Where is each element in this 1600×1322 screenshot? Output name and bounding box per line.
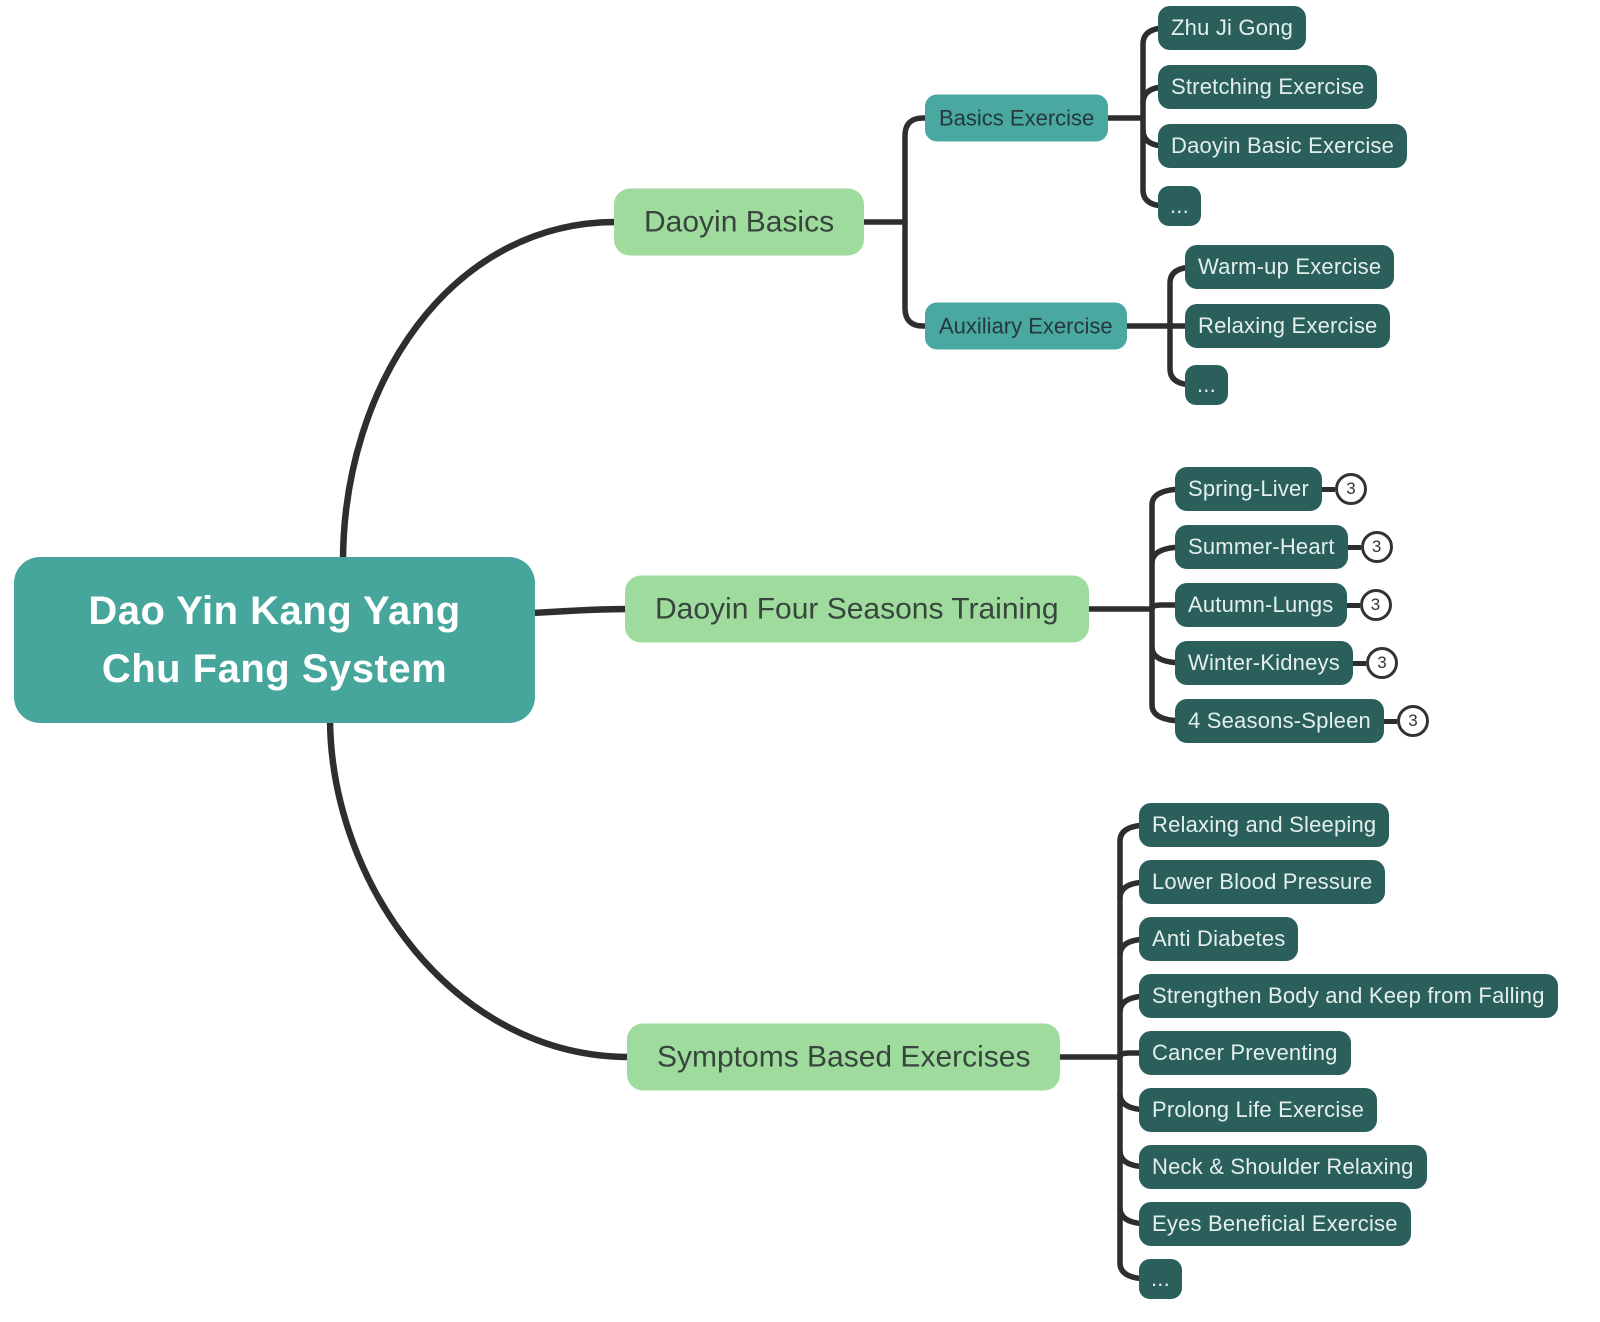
leaf-node[interactable]: Prolong Life Exercise [1139,1088,1378,1132]
ellipsis-node[interactable]: ... [1139,1259,1182,1299]
leaf-prolong-life-exercise: Prolong Life Exercise [1139,1088,1378,1132]
leaf-relaxing-and-sleeping: Relaxing and Sleeping [1139,803,1390,847]
node-auxiliary-exercise: Auxiliary Exercise [925,302,1127,350]
root-branch-curves [326,218,633,1061]
subbranch-node[interactable]: Basics Exercise [925,94,1109,142]
badge-connector [1384,718,1397,724]
leaf-node[interactable]: 4 Seasons-Spleen [1175,699,1384,743]
badge-connector [1322,486,1336,492]
leaf-node[interactable]: Spring-Liver [1175,467,1323,511]
node-basics-exercise: Basics Exercise [925,94,1109,142]
leaf-eyes-beneficial-exercise: Eyes Beneficial Exercise [1139,1202,1411,1246]
leaf-node[interactable]: Warm-up Exercise [1185,245,1395,289]
leaf-node[interactable]: Autumn-Lungs [1175,583,1347,627]
leaf-node[interactable]: Relaxing Exercise [1185,304,1391,348]
leaf-lower-blood-pressure: Lower Blood Pressure [1139,860,1386,904]
leaf-node[interactable]: Anti Diabetes [1139,917,1299,961]
leaf-anti-diabetes: Anti Diabetes [1139,917,1299,961]
leaf-node[interactable]: Cancer Preventing [1139,1031,1351,1075]
leaf-node[interactable]: Eyes Beneficial Exercise [1139,1202,1411,1246]
badge-connector [1346,602,1360,608]
branch-four-seasons-training: Daoyin Four Seasons Training [625,575,1089,643]
branch-symptoms-based-exercises: Symptoms Based Exercises [627,1023,1061,1091]
branch-node[interactable]: Daoyin Basics [614,188,865,256]
ellipsis-node[interactable]: ... [1158,186,1201,226]
leaf-strengthen-body: Strengthen Body and Keep from Falling [1139,974,1558,1018]
count-badge[interactable]: 3 [1360,531,1393,563]
leaf-node[interactable]: Summer-Heart [1175,525,1348,569]
leaf-node[interactable]: Winter-Kidneys [1175,641,1353,685]
leaf-stretching-exercise: Stretching Exercise [1158,65,1378,109]
leaf-node[interactable]: Lower Blood Pressure [1139,860,1386,904]
leaf-node[interactable]: Relaxing and Sleeping [1139,803,1390,847]
leaf-summer-heart: Summer-Heart 3 [1175,525,1393,569]
leaf-symptoms-ellipsis: ... [1139,1259,1182,1299]
branch-node[interactable]: Daoyin Four Seasons Training [625,575,1089,643]
leaf-node[interactable]: Strengthen Body and Keep from Falling [1139,974,1558,1018]
count-badge[interactable]: 3 [1335,473,1368,505]
leaf-neck-shoulder-relaxing: Neck & Shoulder Relaxing [1139,1145,1427,1189]
leaf-node[interactable]: Daoyin Basic Exercise [1158,124,1408,168]
leaf-cancer-preventing: Cancer Preventing [1139,1031,1351,1075]
leaf-node[interactable]: Neck & Shoulder Relaxing [1139,1145,1427,1189]
leaf-4-seasons-spleen: 4 Seasons-Spleen 3 [1175,699,1429,743]
leaf-node[interactable]: Zhu Ji Gong [1158,6,1307,50]
leaf-node[interactable]: Stretching Exercise [1158,65,1378,109]
subbranch-node[interactable]: Auxiliary Exercise [925,302,1127,350]
leaf-zhu-ji-gong: Zhu Ji Gong [1158,6,1307,50]
leaf-daoyin-basic-exercise: Daoyin Basic Exercise [1158,124,1408,168]
leaf-autumn-lungs: Autumn-Lungs 3 [1175,583,1392,627]
badge-connector [1352,660,1366,666]
branch-daoyin-basics: Daoyin Basics [614,188,865,256]
badge-connector [1347,544,1361,550]
ellipsis-node[interactable]: ... [1185,365,1228,405]
leaf-relaxing-exercise: Relaxing Exercise [1185,304,1391,348]
count-badge[interactable]: 3 [1359,589,1392,621]
leaf-warm-up-exercise: Warm-up Exercise [1185,245,1395,289]
leaf-spring-liver: Spring-Liver 3 [1175,467,1368,511]
daoyin-basics-fan [855,115,943,329]
root-node[interactable]: Dao Yin Kang Yang Chu Fang System [14,557,535,723]
branch-node[interactable]: Symptoms Based Exercises [627,1023,1061,1091]
count-badge[interactable]: 3 [1365,647,1398,679]
leaf-winter-kidneys: Winter-Kidneys 3 [1175,641,1398,685]
leaf-auxiliary-ellipsis: ... [1185,365,1228,405]
leaf-basics-ellipsis: ... [1158,186,1201,226]
count-badge[interactable]: 3 [1397,705,1429,737]
